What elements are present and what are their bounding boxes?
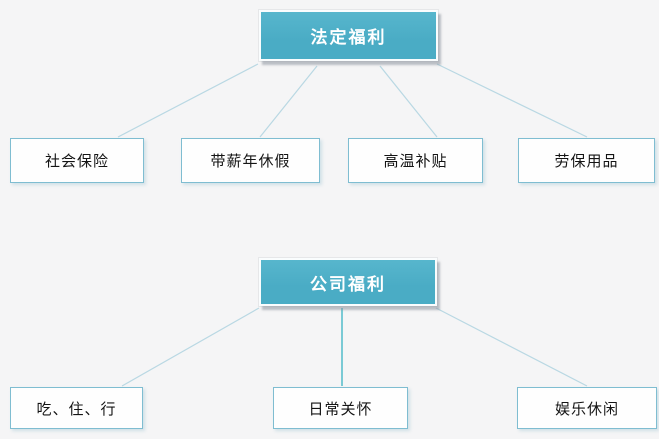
node-label: 法定福利 xyxy=(310,28,387,47)
child-node-paid-annual-leave[interactable]: 带薪年休假 xyxy=(181,138,320,183)
child-node-food-housing-transport[interactable]: 吃、住、行 xyxy=(10,387,143,429)
node-label: 日常关怀 xyxy=(308,400,373,418)
root-node-statutory-benefits[interactable]: 法定福利 xyxy=(259,10,438,61)
child-node-entertainment-leisure[interactable]: 娱乐休闲 xyxy=(517,387,657,429)
connector-line xyxy=(436,63,588,138)
child-node-labor-protection-supplies[interactable]: 劳保用品 xyxy=(518,138,655,183)
node-label: 娱乐休闲 xyxy=(554,400,619,418)
root-node-company-benefits[interactable]: 公司福利 xyxy=(259,258,437,306)
connector-line xyxy=(435,307,588,387)
connector-line xyxy=(379,65,438,138)
child-node-high-temperature-subsidy[interactable]: 高温补贴 xyxy=(348,138,483,183)
node-label: 公司福利 xyxy=(310,274,386,294)
node-label: 带薪年休假 xyxy=(210,153,291,170)
child-node-social-insurance[interactable]: 社会保险 xyxy=(10,138,144,183)
node-label: 社会保险 xyxy=(44,153,109,170)
connector-line xyxy=(259,65,318,138)
child-node-daily-care[interactable]: 日常关怀 xyxy=(273,387,408,429)
node-label: 吃、住、行 xyxy=(36,400,117,418)
node-label: 劳保用品 xyxy=(554,153,619,170)
node-label: 高温补贴 xyxy=(383,153,448,170)
connector-line xyxy=(117,63,259,138)
connector-line xyxy=(121,307,260,387)
